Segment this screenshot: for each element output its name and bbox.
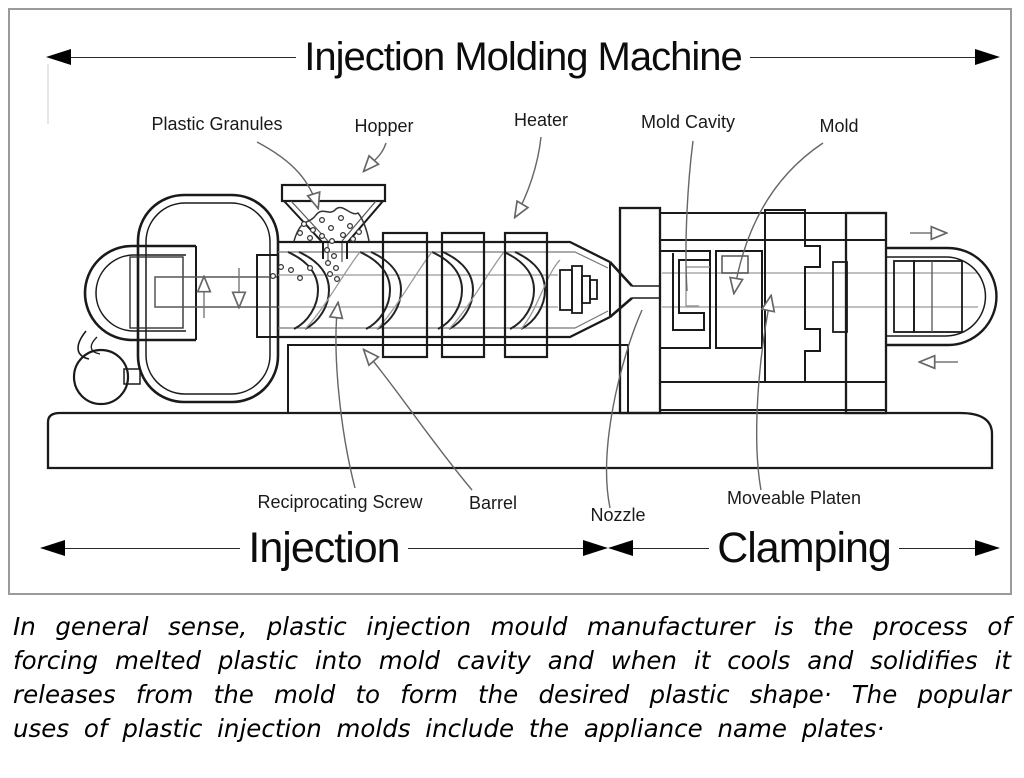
label-heater: Heater [513,110,569,130]
section-clamping: Clamping [717,523,892,572]
title-left-arrow-icon [46,49,71,65]
clamping-unit [618,206,998,415]
bottom-beam [659,381,887,411]
leader-barrel [364,350,473,491]
injection-span: Injection [40,522,609,574]
caption-block: In general sense, plastic injection moul… [13,610,1011,746]
label-mold-cavity: Mold Cavity [640,112,736,132]
leader-hopper [364,142,387,171]
clamp-cylinder [886,246,998,347]
leader-reciprocating-screw [336,303,356,489]
barrel-shape [256,240,611,339]
mold-moving-half [715,250,763,349]
title-left-line [71,56,297,58]
injection-left-arrow-icon [40,540,65,556]
section-injection: Injection [248,523,400,572]
leader-mold-cavity [685,140,694,292]
tie-bars [662,272,978,308]
moveable-platen-shape [844,211,888,415]
caption-line-2: forcing melted plastic into mold cavity … [13,646,1011,675]
clamping-left-line [633,547,710,549]
leader-moveable-platen [756,296,771,491]
platen-backing-block [764,209,821,383]
label-moveable-platen: Moveable Platen [726,488,862,508]
label-reciprocating-screw: Reciprocating Screw [257,492,423,512]
label-barrel: Barrel [468,493,518,513]
injection-right-arrow-icon [583,540,609,556]
drive-unit [72,193,280,406]
caption-line-4: uses of plastic injection molds include … [13,714,885,743]
platen-motion-arrows [910,233,958,362]
fixed-platen [618,206,662,415]
injection-right-line [407,547,584,549]
heater-bands [381,231,549,359]
leader-heater [515,136,542,217]
mold-core [721,255,749,274]
title-bar: Injection Molding Machine [46,32,1001,82]
top-beam [659,212,887,241]
caption-line-1: In general sense, plastic injection moul… [13,612,1011,641]
nozzle-shape [609,261,660,318]
title-right-line [749,56,976,58]
clamping-right-line [898,547,976,549]
mold-fixed-half [659,250,711,349]
leader-plastic-granules [256,141,318,208]
title-right-arrow-icon [975,49,1001,65]
injection-support [287,344,629,414]
clamping-span: Clamping [608,522,1001,574]
diagram-panel: Injection Molding Machine Plastic Granul… [8,8,1012,595]
mold-cavity-shape [672,253,710,331]
label-mold: Mold [819,116,859,136]
leader-lines [256,136,824,509]
page-title: Injection Molding Machine [304,34,742,79]
clamping-right-arrow-icon [975,540,1001,556]
clamping-left-arrow-icon [608,540,633,556]
machine-base [46,411,994,470]
caption-line-3: releases from the mold to form the desir… [13,680,1011,709]
plastic-granules-dots [270,215,363,283]
label-hopper: Hopper [354,116,414,136]
hopper-shape [280,183,387,262]
injection-left-line [65,547,241,549]
leader-nozzle [605,309,643,509]
screw-shape [287,251,598,330]
reciprocation-arrows [204,268,239,318]
label-plastic-granules: Plastic Granules [151,114,283,134]
label-nozzle: Nozzle [590,505,646,525]
leader-mold [734,142,824,293]
